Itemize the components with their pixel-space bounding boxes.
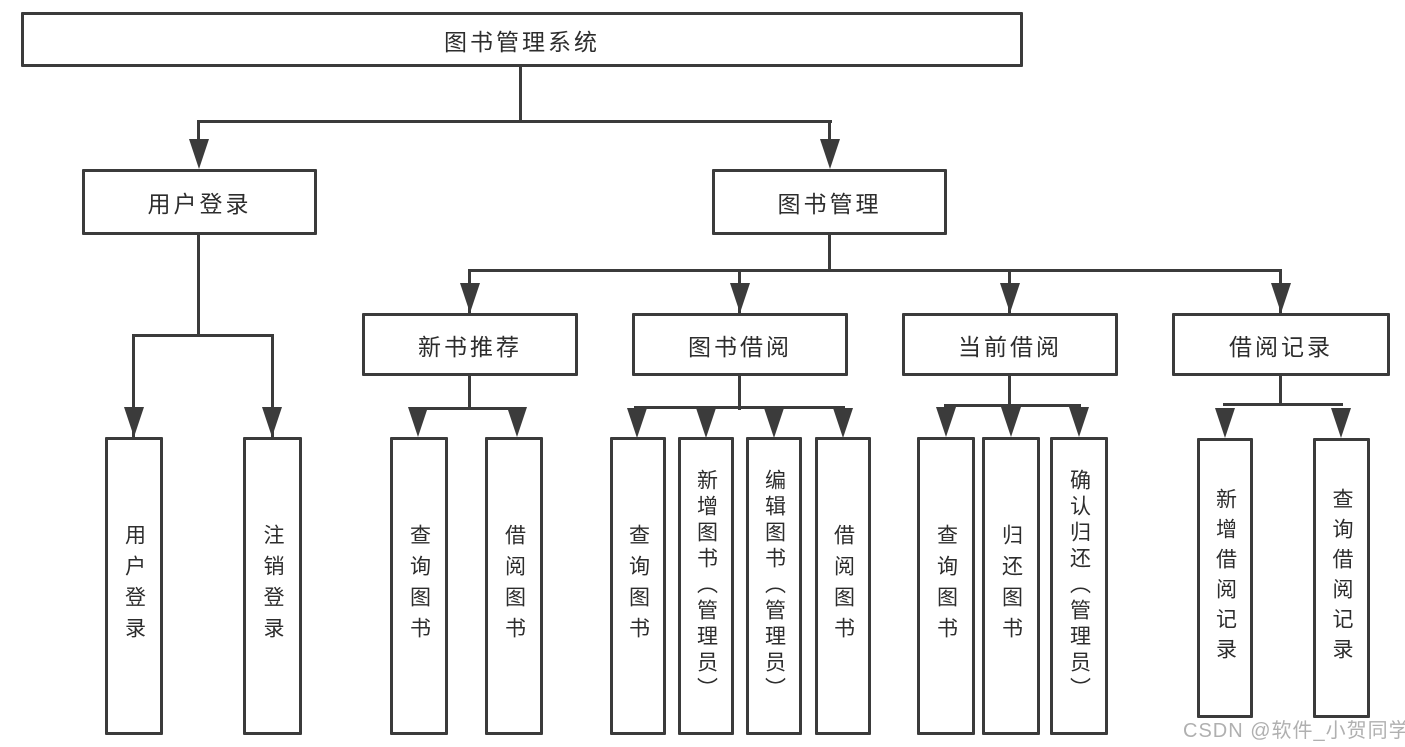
connector-hline	[468, 269, 1282, 272]
arrow-down-icon	[262, 407, 282, 437]
connector-hline	[198, 120, 832, 123]
leaf-records-query-record-label: 查询借阅记录	[1330, 488, 1353, 668]
leaf-current-return-books-label: 归还图书	[999, 524, 1023, 648]
arrow-down-icon	[189, 139, 209, 169]
leaf-records-query-record: 查询借阅记录	[1313, 438, 1370, 718]
connector-hline	[944, 404, 1081, 407]
connector-vline	[197, 235, 200, 337]
connector-vline	[828, 120, 831, 144]
connector-vline	[519, 67, 522, 123]
arrow-down-icon	[1271, 283, 1291, 313]
arrow-down-icon	[1000, 283, 1020, 313]
connector-hline	[416, 407, 519, 410]
node-library-system: 图书管理系统	[21, 12, 1023, 67]
leaf-recommend-query-books-label: 查询图书	[407, 524, 431, 648]
leaf-borrowing-add-books-label: 新增图书（管理员）	[694, 469, 718, 703]
leaf-borrowing-edit-books-label: 编辑图书（管理员）	[762, 469, 786, 703]
connector-vline	[828, 235, 831, 272]
connector-vline	[1279, 374, 1282, 406]
leaf-logout-label: 注销登录	[261, 524, 284, 648]
arrow-down-icon	[833, 408, 853, 438]
leaf-current-query-books-label: 查询图书	[934, 524, 958, 648]
node-borrowing-records-label: 借阅记录	[1229, 333, 1333, 360]
leaf-records-add-record-label: 新增借阅记录	[1213, 488, 1237, 668]
arrow-down-icon	[124, 407, 144, 437]
node-user-login-label: 用户登录	[147, 191, 252, 217]
arrow-down-icon	[936, 407, 956, 437]
node-user-login: 用户登录	[82, 169, 317, 235]
node-borrowing-records: 借阅记录	[1172, 313, 1390, 376]
arrow-down-icon	[1215, 408, 1235, 438]
leaf-records-add-record: 新增借阅记录	[1197, 438, 1253, 718]
leaf-borrowing-edit-books: 编辑图书（管理员）	[746, 437, 802, 735]
connector-vline	[1008, 375, 1011, 407]
arrow-down-icon	[696, 408, 716, 438]
node-current-borrowing: 当前借阅	[902, 313, 1118, 376]
leaf-borrowing-query-books-label: 查询图书	[626, 524, 650, 648]
leaf-borrowing-borrow-books-label: 借阅图书	[831, 524, 855, 648]
leaf-current-confirm-return-label: 确认归还（管理员）	[1067, 469, 1091, 703]
connector-hline	[1223, 403, 1343, 406]
leaf-recommend-query-books: 查询图书	[390, 437, 448, 735]
arrow-down-icon	[627, 408, 647, 438]
leaf-recommend-borrow-books: 借阅图书	[485, 437, 543, 735]
node-new-book-recommend-label: 新书推荐	[418, 333, 522, 360]
arrow-down-icon	[1069, 407, 1089, 437]
arrow-down-icon	[820, 139, 840, 169]
arrow-down-icon	[1331, 408, 1351, 438]
node-current-borrowing-label: 当前借阅	[958, 333, 1062, 360]
leaf-borrowing-add-books: 新增图书（管理员）	[678, 437, 734, 735]
connector-vline	[468, 374, 471, 410]
leaf-borrowing-query-books: 查询图书	[610, 437, 666, 735]
node-book-borrowing: 图书借阅	[632, 313, 848, 376]
arrow-down-icon	[460, 283, 480, 313]
arrow-down-icon	[730, 283, 750, 313]
watermark: CSDN @软件_小贺同学	[1183, 720, 1405, 742]
node-book-borrowing-label: 图书借阅	[688, 333, 792, 360]
connector-vline	[271, 334, 274, 437]
node-book-management: 图书管理	[712, 169, 947, 235]
leaf-user-login: 用户登录	[105, 437, 163, 735]
node-library-system-label: 图书管理系统	[444, 28, 600, 55]
leaf-logout: 注销登录	[243, 437, 302, 735]
connector-hline	[634, 406, 845, 409]
node-new-book-recommend: 新书推荐	[362, 313, 578, 376]
leaf-borrowing-borrow-books: 借阅图书	[815, 437, 871, 735]
leaf-current-confirm-return: 确认归还（管理员）	[1050, 437, 1108, 735]
connector-vline	[197, 120, 200, 144]
leaf-user-login-label: 用户登录	[122, 524, 146, 648]
arrow-down-icon	[764, 408, 784, 438]
arrow-down-icon	[408, 407, 428, 437]
arrow-down-icon	[507, 407, 527, 437]
leaf-recommend-borrow-books-label: 借阅图书	[502, 524, 526, 648]
connector-vline	[738, 374, 741, 410]
connector-vline	[132, 334, 135, 437]
connector-hline	[132, 334, 274, 337]
leaf-current-query-books: 查询图书	[917, 437, 975, 735]
arrow-down-icon	[1001, 407, 1021, 437]
node-book-management-label: 图书管理	[777, 191, 882, 217]
leaf-current-return-books: 归还图书	[982, 437, 1040, 735]
